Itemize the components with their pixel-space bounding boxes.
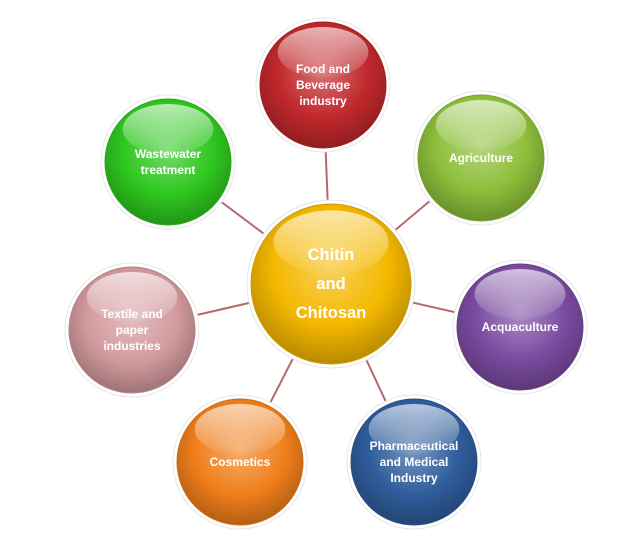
node-textile-paper-highlight <box>86 272 178 323</box>
node-food-beverage-label-line: Food and <box>296 62 350 76</box>
center-node-highlight <box>273 210 389 275</box>
node-cosmetics: Cosmetics <box>172 394 308 530</box>
node-agriculture: Agriculture <box>413 90 549 226</box>
node-cosmetics-label-line: Cosmetics <box>210 455 271 469</box>
node-agriculture-highlight <box>435 100 527 151</box>
node-aquaculture-highlight <box>474 269 566 320</box>
node-agriculture-label-line: Agriculture <box>449 151 513 165</box>
center-node-label-line: Chitosan <box>296 304 367 322</box>
node-food-beverage-highlight <box>277 27 369 78</box>
center-node-label-line: Chitin <box>308 246 355 264</box>
node-textile-paper-label-line: paper <box>116 323 149 337</box>
node-food-beverage-label-line: industry <box>299 94 347 108</box>
node-wastewater: Wastewater treatment <box>100 94 236 230</box>
node-wastewater-label-line: treatment <box>141 163 196 177</box>
node-pharmaceutical-medical-label-line: Pharmaceutical <box>370 439 459 453</box>
node-pharmaceutical-medical-highlight <box>368 404 460 455</box>
node-textile-paper-label-line: industries <box>103 339 161 353</box>
node-cosmetics-highlight <box>194 404 286 455</box>
node-textile-paper: Textile and paper industries <box>64 262 200 398</box>
node-pharmaceutical-medical-label-line: and Medical <box>380 455 449 469</box>
node-wastewater-highlight <box>122 104 214 155</box>
node-aquaculture-label-line: Acquaculture <box>482 320 559 334</box>
node-aquaculture: Acquaculture <box>452 259 588 395</box>
node-textile-paper-label-line: Textile and <box>101 307 163 321</box>
center-node-label-line: and <box>316 275 345 293</box>
node-wastewater-label-line: Wastewater <box>135 147 202 161</box>
node-food-beverage-label-line: Beverage <box>296 78 350 92</box>
node-pharmaceutical-medical-label-line: Industry <box>390 471 438 485</box>
